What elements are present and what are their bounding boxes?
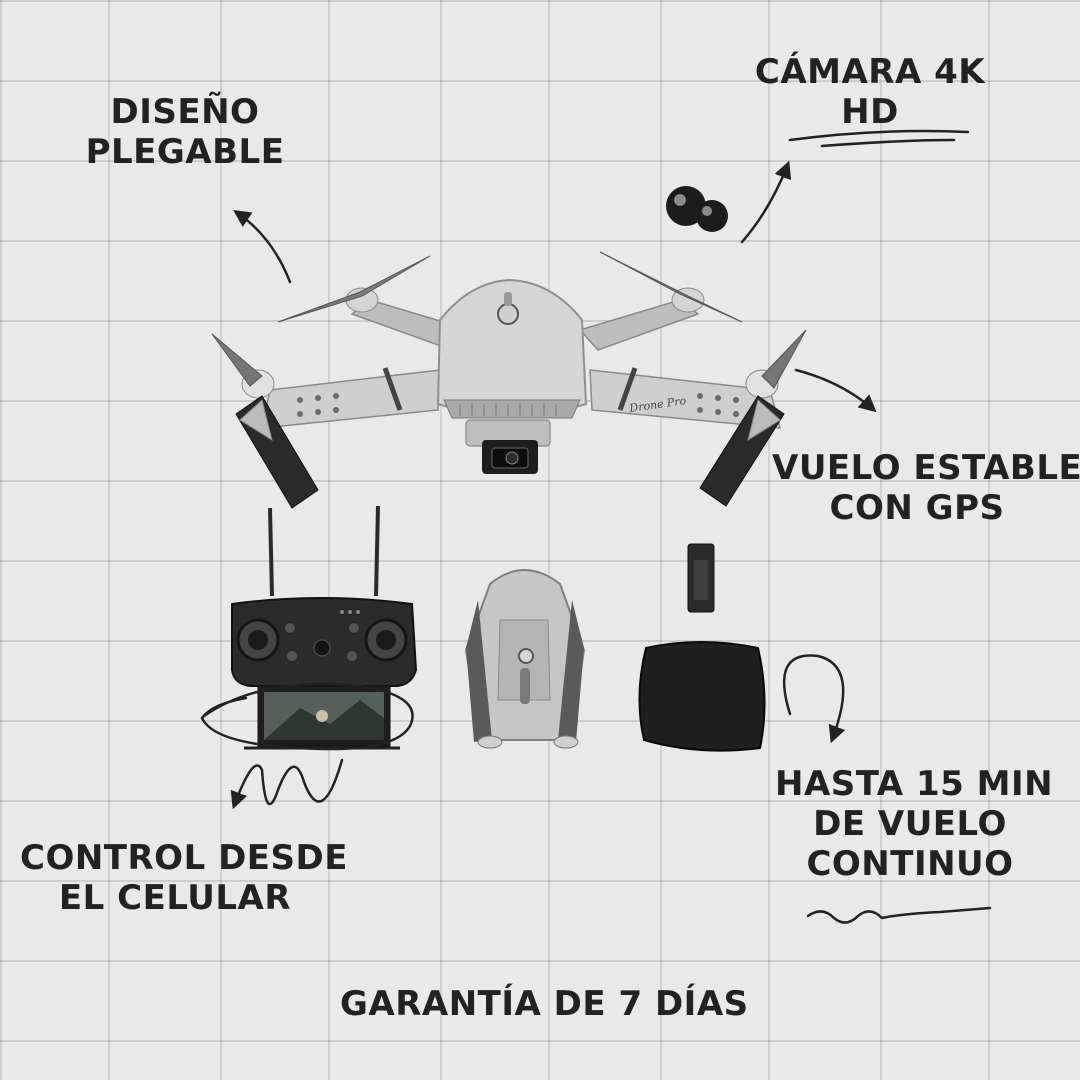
feature-flight-time: HASTA 15 MIN DE VUELO CONTINUO bbox=[775, 764, 1054, 884]
arrow-to-folding bbox=[233, 210, 292, 284]
feature-folding-line-2: PLEGABLE bbox=[85, 132, 285, 172]
battery bbox=[687, 543, 715, 613]
arrow-to-time bbox=[782, 654, 846, 744]
drone-folded bbox=[464, 569, 586, 749]
camera-lens-icon bbox=[666, 186, 728, 232]
feature-folding-design: DISEÑO PLEGABLE bbox=[70, 92, 300, 172]
warranty-label: GARANTÍA DE 7 DÍAS bbox=[340, 984, 749, 1024]
feature-time-line-1: HASTA 15 MIN bbox=[775, 764, 1054, 804]
remote-controller bbox=[231, 505, 418, 750]
feature-camera: CÁMARA 4K HD bbox=[750, 52, 990, 132]
feature-camera-line-1: CÁMARA 4K bbox=[754, 52, 986, 92]
arrow-to-camera bbox=[740, 160, 792, 244]
feature-gps-line-2: CON GPS bbox=[829, 488, 1005, 528]
time-squiggle bbox=[806, 906, 992, 924]
phone-circle-scribble bbox=[200, 682, 414, 751]
arrow-to-gps bbox=[794, 368, 877, 413]
arrow-to-phone bbox=[230, 758, 344, 810]
feature-time-line-2: DE VUELO bbox=[813, 804, 1007, 844]
carrying-case bbox=[638, 641, 766, 752]
feature-gps-line-1: VUELO ESTABLE bbox=[772, 448, 1080, 488]
feature-phone-line-2: EL CELULAR bbox=[58, 878, 292, 918]
feature-gps-flight: VUELO ESTABLE CON GPS bbox=[772, 448, 1080, 528]
feature-folding-line-1: DISEÑO bbox=[110, 92, 260, 132]
feature-phone-line-1: CONTROL DESDE bbox=[20, 838, 348, 878]
feature-phone-control: CONTROL DESDE EL CELULAR bbox=[20, 838, 348, 918]
annotation-arrows bbox=[200, 129, 992, 924]
feature-camera-line-2: HD bbox=[841, 92, 899, 132]
drone-unfolded: Drone Pro bbox=[211, 251, 807, 509]
camera-underline bbox=[788, 129, 970, 148]
feature-time-line-3: CONTINUO bbox=[806, 844, 1014, 884]
